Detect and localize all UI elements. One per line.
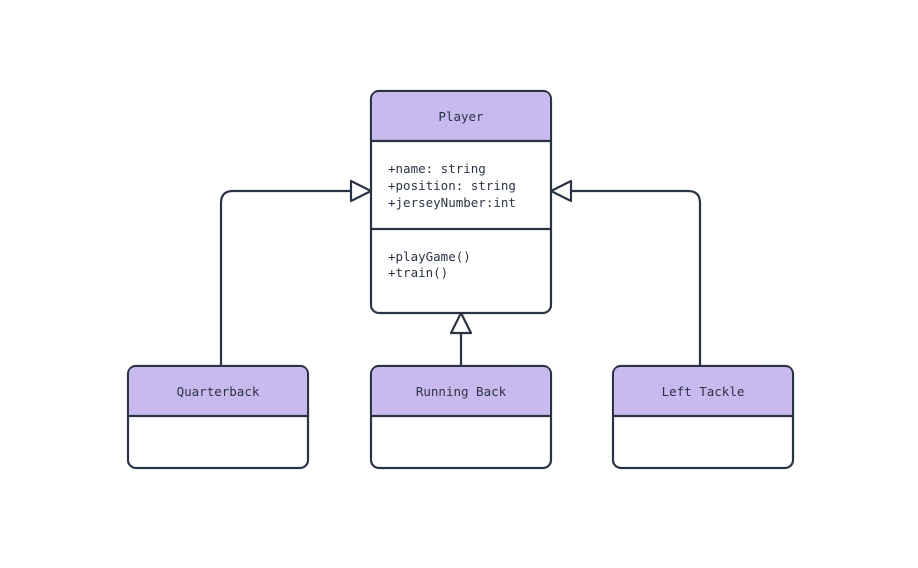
class-running-back[interactable]: Running Back [369, 364, 553, 470]
method: +train() [388, 265, 448, 280]
class-quarterback[interactable]: Quarterback [126, 364, 310, 470]
class-name-player: Player [438, 109, 484, 124]
inheritance-edge-quarterback [219, 189, 351, 366]
attribute: +name: string [388, 161, 486, 176]
inheritance-arrowhead-bottom [449, 311, 473, 335]
class-name-quarterback: Quarterback [177, 384, 260, 399]
class-name-running-back: Running Back [416, 384, 507, 399]
class-left-tackle[interactable]: Left Tackle [611, 364, 795, 470]
method: +playGame() [388, 249, 471, 264]
class-player[interactable]: Player +name: string +position: string +… [369, 89, 553, 315]
class-name-left-tackle: Left Tackle [662, 384, 745, 399]
inheritance-arrowhead-right [549, 179, 573, 203]
inheritance-arrowhead-left [349, 179, 373, 203]
inheritance-edge-left-tackle [571, 189, 702, 366]
attribute: +position: string [388, 178, 516, 193]
attribute: +jerseyNumber:int [388, 195, 516, 210]
